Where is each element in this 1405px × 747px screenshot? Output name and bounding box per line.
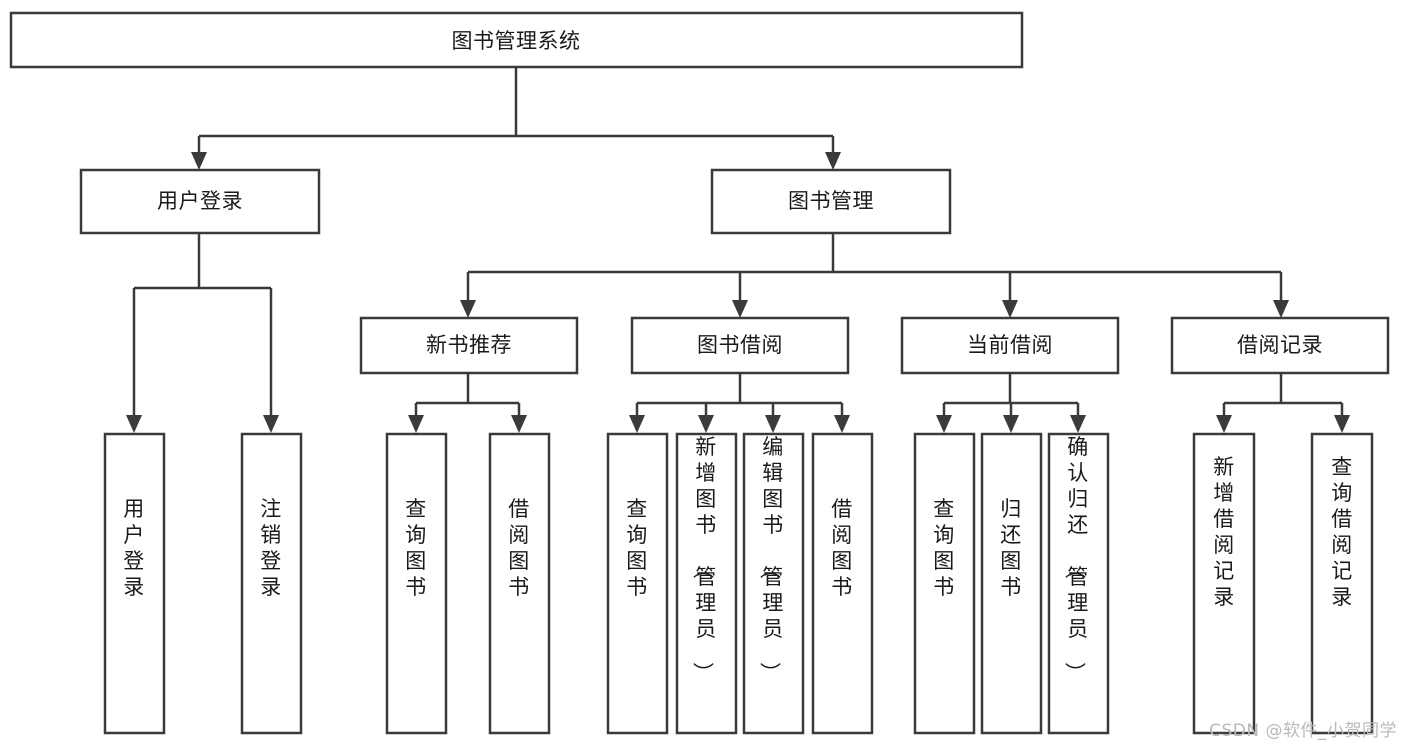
arrowhead-book-borrow-leaf-3: [834, 415, 850, 433]
node-root[interactable]: 图书管理系统: [9, 11, 1024, 69]
leaf-new-book-1[interactable]: 借阅图书: [488, 432, 551, 735]
node-root-label: 图书管理系统: [452, 29, 581, 53]
leaf-book-borrow-1[interactable]: 新增图书（管理员）: [675, 432, 738, 735]
arrowhead-new-book-leaf-1: [511, 415, 527, 433]
leaf-user-login-0-label: 用户登录: [123, 497, 145, 599]
leaf-new-book-0[interactable]: 查询图书: [385, 432, 448, 735]
connector-layer: [126, 67, 1350, 433]
arrowhead-user-login: [191, 152, 207, 170]
node-current-borrow[interactable]: 当前借阅: [900, 316, 1120, 375]
arrowhead-current-borrow-leaf-1: [1003, 415, 1019, 433]
leaf-book-borrow-2-box[interactable]: [742, 432, 805, 735]
leaf-borrow-record-1-label: 查询借阅记录: [1331, 455, 1353, 609]
leaf-borrow-record-0-label: 新增借阅记录: [1213, 455, 1235, 609]
leaf-current-borrow-2-label: 确认归还（管理员）: [1062, 435, 1089, 684]
node-book-borrow[interactable]: 图书借阅: [630, 316, 850, 375]
leaf-borrow-record-1[interactable]: 查询借阅记录: [1310, 432, 1374, 735]
leaf-borrow-record-1-box[interactable]: [1310, 432, 1374, 735]
arrowhead-book-borrow-leaf-2: [765, 415, 781, 433]
leaf-book-borrow-2-label: 编辑图书（管理员）: [757, 435, 784, 684]
arrowhead-book-manage: [825, 152, 841, 170]
leaf-current-borrow-2-box[interactable]: [1047, 432, 1110, 735]
leaf-current-borrow-0[interactable]: 查询图书: [913, 432, 976, 735]
leaf-user-login-0-box[interactable]: [103, 432, 166, 735]
arrowhead-book-borrow: [732, 300, 748, 318]
node-book-borrow-box[interactable]: [630, 316, 850, 375]
leaf-book-borrow-2[interactable]: 编辑图书（管理员）: [742, 432, 805, 735]
node-book-manage-box[interactable]: [710, 168, 952, 235]
arrowhead-current-borrow-leaf-2: [1070, 415, 1086, 433]
arrowhead-current-borrow-leaf-0: [936, 415, 952, 433]
node-root-box[interactable]: [9, 11, 1024, 69]
arrowhead-book-borrow-leaf-0: [629, 415, 645, 433]
leaf-user-login-0[interactable]: 用户登录: [103, 432, 166, 735]
leaf-new-book-0-label: 查询图书: [405, 497, 427, 599]
leaf-user-login-1-box[interactable]: [240, 432, 303, 735]
leaf-new-book-0-box[interactable]: [385, 432, 448, 735]
leaf-new-book-1-box[interactable]: [488, 432, 551, 735]
arrowhead-new-book-leaf-0: [408, 415, 424, 433]
node-borrow-record[interactable]: 借阅记录: [1170, 316, 1390, 375]
node-user-login[interactable]: 用户登录: [79, 168, 321, 235]
leaf-current-borrow-0-box[interactable]: [913, 432, 976, 735]
node-new-book-recommend-label: 新书推荐: [426, 333, 512, 357]
leaf-current-borrow-0-label: 查询图书: [933, 497, 955, 599]
arrowhead-borrow-record: [1273, 300, 1289, 318]
node-new-book-recommend-box[interactable]: [359, 316, 579, 375]
arrowhead-user-login-leaf-0: [126, 415, 142, 433]
arrowhead-new-book: [460, 300, 476, 318]
leaf-user-login-1[interactable]: 注销登录: [240, 432, 303, 735]
arrowhead-user-login-leaf-1: [263, 415, 279, 433]
arrowhead-borrow-record-leaf-1: [1334, 415, 1350, 433]
leaf-book-borrow-0-label: 查询图书: [626, 497, 648, 599]
leaf-book-borrow-3-label: 借阅图书: [831, 497, 853, 599]
leaf-book-borrow-1-label: 新增图书（管理员）: [690, 435, 717, 684]
leaf-book-borrow-3[interactable]: 借阅图书: [811, 432, 874, 735]
node-book-manage-label: 图书管理: [788, 189, 874, 213]
leaf-book-borrow-3-box[interactable]: [811, 432, 874, 735]
node-user-login-box[interactable]: [79, 168, 321, 235]
node-current-borrow-label: 当前借阅: [967, 333, 1053, 357]
node-new-book-recommend[interactable]: 新书推荐: [359, 316, 579, 375]
leaf-book-borrow-0-box[interactable]: [606, 432, 669, 735]
node-user-login-label: 用户登录: [157, 189, 243, 213]
arrowhead-book-borrow-leaf-1: [698, 415, 714, 433]
leaf-book-borrow-1-box[interactable]: [675, 432, 738, 735]
node-current-borrow-box[interactable]: [900, 316, 1120, 375]
leaf-borrow-record-0-box[interactable]: [1192, 432, 1256, 735]
leaf-user-login-1-label: 注销登录: [260, 497, 282, 599]
leaf-current-borrow-1-label: 归还图书: [1000, 497, 1022, 599]
node-borrow-record-label: 借阅记录: [1237, 333, 1323, 357]
node-borrow-record-box[interactable]: [1170, 316, 1390, 375]
leaf-book-borrow-0[interactable]: 查询图书: [606, 432, 669, 735]
leaf-current-borrow-1-box[interactable]: [980, 432, 1043, 735]
leaf-borrow-record-0[interactable]: 新增借阅记录: [1192, 432, 1256, 735]
arrowhead-current-borrow: [1002, 300, 1018, 318]
leaf-new-book-1-label: 借阅图书: [508, 497, 530, 599]
arrowhead-borrow-record-leaf-0: [1216, 415, 1232, 433]
node-book-manage[interactable]: 图书管理: [710, 168, 952, 235]
leaf-current-borrow-2[interactable]: 确认归还（管理员）: [1047, 432, 1110, 735]
node-book-borrow-label: 图书借阅: [697, 333, 783, 357]
leaf-current-borrow-1[interactable]: 归还图书: [980, 432, 1043, 735]
